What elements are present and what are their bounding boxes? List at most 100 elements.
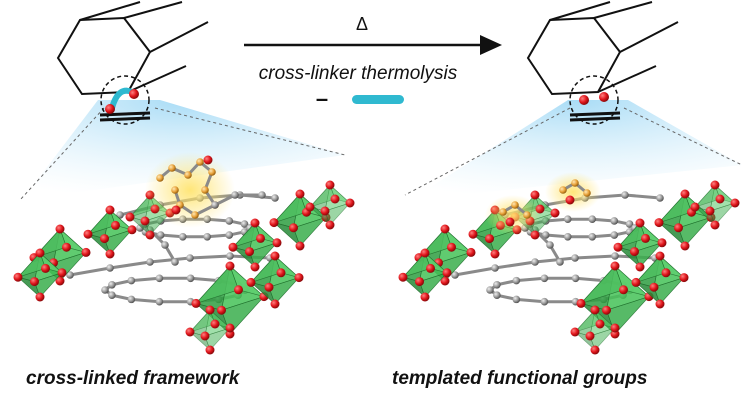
oxygen-atom xyxy=(234,285,243,295)
framework-right xyxy=(398,172,740,355)
carbon-atom xyxy=(621,191,629,199)
octahedron-face xyxy=(34,272,63,298)
oxygen-atom xyxy=(654,218,664,228)
carbon-atom xyxy=(196,158,204,166)
oxygen-atom xyxy=(730,198,740,208)
oxygen-atom xyxy=(680,189,690,199)
oxygen-atom xyxy=(576,298,586,308)
octahedron-face xyxy=(580,265,624,305)
framework-left xyxy=(13,152,355,355)
carbon-atom xyxy=(540,297,549,306)
carbon-atom xyxy=(127,295,136,304)
oxygen-atom xyxy=(690,202,700,212)
carbon-atom xyxy=(106,264,114,272)
oxygen-atom xyxy=(631,277,641,287)
oxygen-atom xyxy=(485,234,494,244)
removed-linker-bar xyxy=(352,95,404,104)
oxygen-atom xyxy=(715,194,725,204)
octahedron-face xyxy=(17,252,46,278)
oxygen-atom xyxy=(595,319,605,329)
oxygen-atom xyxy=(295,241,305,251)
carbon-atom xyxy=(108,291,116,300)
reaction-arrowhead xyxy=(480,35,502,55)
oxygen-atom xyxy=(217,305,226,315)
zoom-circle-right xyxy=(569,75,619,125)
oxygen-atom xyxy=(250,218,260,228)
carbon-atom xyxy=(231,191,239,199)
carbon-atom xyxy=(588,232,597,241)
octahedron-face xyxy=(694,184,721,208)
oxygen-atom xyxy=(105,205,115,215)
oxygen-atom xyxy=(269,218,279,228)
oxygen-atom xyxy=(579,95,589,105)
octahedron-face xyxy=(232,222,261,248)
minus-sign: – xyxy=(316,86,328,111)
oxygen-atom xyxy=(710,220,720,230)
oxygen-atom xyxy=(228,242,238,252)
oxygen-atom xyxy=(35,248,45,258)
carbon-atom xyxy=(531,258,539,266)
carbon-atom xyxy=(156,174,164,182)
oxygen-atom xyxy=(81,247,91,257)
octahedron-face xyxy=(87,209,116,235)
oxygen-atom xyxy=(127,225,137,235)
carbon-atom xyxy=(563,215,572,224)
octahedron-face xyxy=(104,229,133,255)
oxygen-atom xyxy=(200,331,210,341)
functional-group-glow xyxy=(485,195,541,235)
oxygen-atom xyxy=(57,268,67,278)
carbon-atom xyxy=(512,295,521,304)
oxygen-atom xyxy=(661,268,671,278)
crosslinker-arc-left xyxy=(109,87,135,111)
carbon-atom xyxy=(226,252,234,260)
oxygen-atom xyxy=(256,233,265,243)
octahedron-face xyxy=(419,272,448,298)
oxygen-atom xyxy=(550,208,560,218)
oxygen-atom xyxy=(30,277,39,287)
oxygen-atom xyxy=(140,216,150,226)
oxygen-atom xyxy=(641,233,650,243)
octahedron-face xyxy=(250,255,282,284)
oxygen-atom xyxy=(447,242,456,252)
channel-left xyxy=(56,1,209,122)
carbon-atom xyxy=(451,271,459,279)
oxygen-atom xyxy=(62,242,71,252)
carbon-atom xyxy=(127,276,136,285)
octahedron-face xyxy=(324,202,351,226)
arrow-label: cross-linker thermolysis xyxy=(259,63,458,84)
carbon-atom xyxy=(499,208,507,216)
oxygen-atom xyxy=(270,299,280,309)
oxygen-atom xyxy=(325,180,335,190)
carbon-atom xyxy=(546,241,554,249)
oxygen-atom xyxy=(83,229,93,239)
oxygen-atom xyxy=(225,323,235,333)
oxygen-atom xyxy=(145,230,155,240)
oxygen-atom xyxy=(619,285,628,295)
carbon-atom xyxy=(201,186,209,194)
oxygen-atom xyxy=(570,327,580,337)
oxygen-atom xyxy=(203,155,213,165)
carbon-atom xyxy=(511,201,519,209)
oxygen-atom xyxy=(613,242,623,252)
heat-symbol: Δ xyxy=(356,14,368,34)
oxygen-atom xyxy=(398,272,408,282)
zoom-cone-left xyxy=(22,100,345,200)
oxygen-atom xyxy=(245,247,254,257)
carbon-atom xyxy=(155,274,164,283)
carbon-atom xyxy=(225,231,234,239)
channel-right xyxy=(526,1,679,122)
oxygen-atom xyxy=(442,268,452,278)
functional-group-glow xyxy=(545,172,601,212)
zoom-line-right-a xyxy=(404,107,571,196)
zoom-circle-left xyxy=(100,75,150,125)
carbon-atom xyxy=(155,297,164,306)
oxygen-atom xyxy=(35,292,45,302)
carbon-atom xyxy=(486,286,494,294)
carbon-atom xyxy=(523,211,531,219)
carbon-atom xyxy=(610,231,619,239)
carbon-atom xyxy=(108,280,116,289)
oxygen-atom xyxy=(590,305,600,315)
oxygen-atom xyxy=(610,323,620,333)
oxygen-atom xyxy=(530,190,540,200)
oxygen-atom xyxy=(657,238,667,248)
